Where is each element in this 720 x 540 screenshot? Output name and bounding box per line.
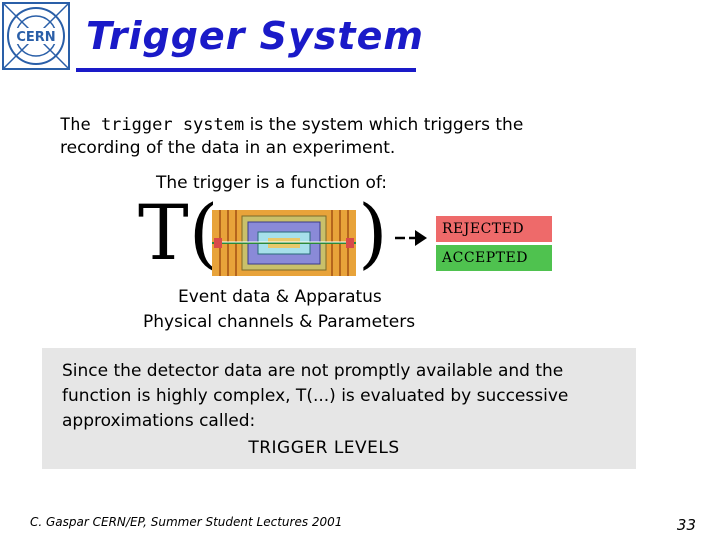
arrow-right-icon [395, 226, 431, 250]
inputs-line-2: Physical channels & Parameters [143, 312, 416, 332]
cern-logo: CERN [0, 0, 72, 72]
accepted-label: ACCEPTED [436, 245, 552, 271]
function-lead: The trigger is a function of: [156, 173, 387, 193]
page-number: 33 [676, 516, 696, 534]
intro-paragraph: The trigger system is the system which t… [60, 114, 580, 160]
note-text: Since the detector data are not promptly… [62, 361, 569, 431]
inputs-line-1: Event data & Apparatus [178, 287, 382, 307]
logo-text: CERN [16, 30, 55, 45]
slide-title: Trigger System [86, 14, 424, 58]
detector-image [212, 210, 356, 276]
trigger-levels-label: TRIGGER LEVELS [248, 438, 400, 458]
footer-credit: C. Gaspar CERN/EP, Summer Student Lectur… [30, 515, 343, 529]
intro-rest: is the system which triggers the recordi… [60, 115, 524, 158]
title-underline [76, 68, 416, 72]
close-paren: ) [358, 188, 388, 277]
trigger-function-symbol: T( [138, 188, 219, 277]
note-box [42, 348, 636, 469]
rejected-label: REJECTED [436, 216, 552, 242]
intro-term: The trigger system [60, 115, 245, 135]
